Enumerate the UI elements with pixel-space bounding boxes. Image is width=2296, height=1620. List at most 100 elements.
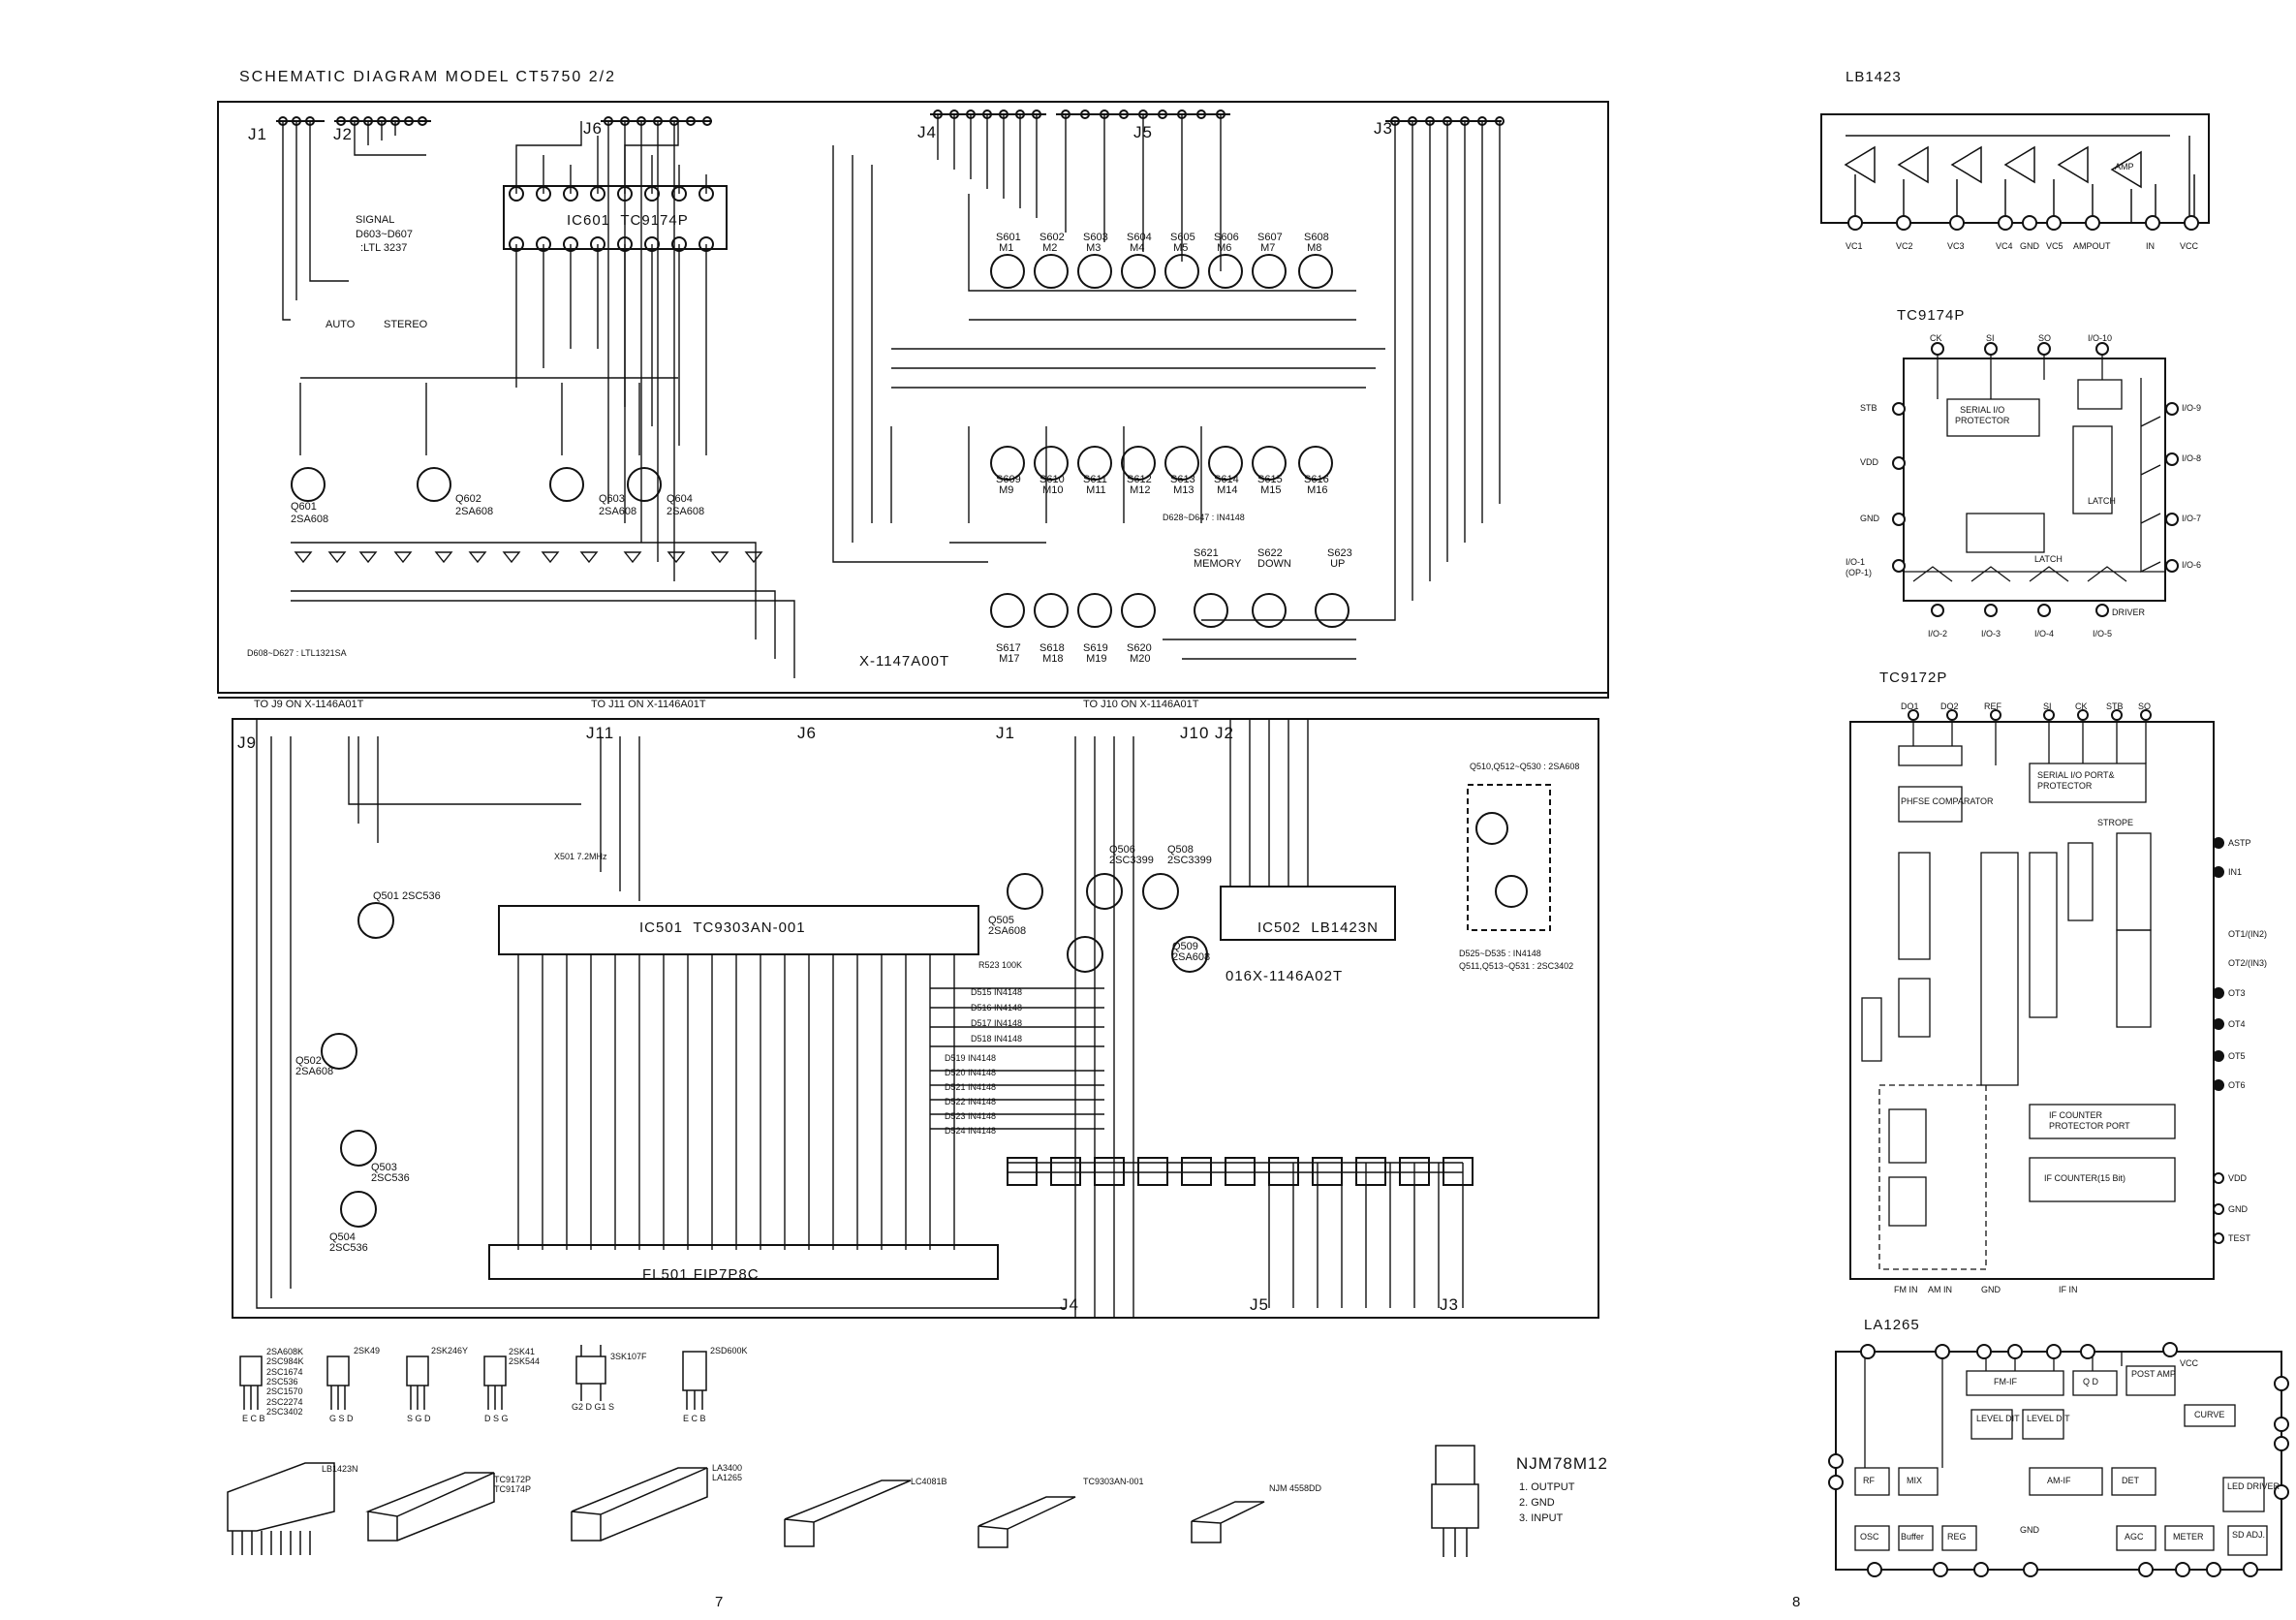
tc9172p-pin-astp: ASTP (2228, 838, 2251, 848)
la1265-vcc: VCC (2180, 1358, 2199, 1368)
ic501-label: IC501 TC9303AN-001 (639, 919, 806, 936)
jack-j1-upper: J1 (248, 125, 267, 143)
tc9172p-pin-ot4: OT4 (2228, 1019, 2246, 1029)
jack-j1-lower: J1 (996, 724, 1015, 742)
la1265-block-qd: Q D (2083, 1377, 2099, 1386)
regulator-pin-1: 1. OUTPUT (1519, 1481, 1575, 1493)
la1265-block-reg: REG (1947, 1532, 1967, 1542)
crystal-label: X501 7.2MHz (554, 852, 607, 861)
jack-j3-upper: J3 (1374, 119, 1393, 138)
driver-transistor-row (1007, 1157, 1474, 1186)
la1265-block-rf: RF (1863, 1476, 1875, 1485)
q603-part: 2SA608 (599, 506, 637, 517)
diode-list-2: D516 IN4148 (971, 1003, 1023, 1012)
tc9174p-pin-io5: I/O-5 (2093, 629, 2113, 639)
ic-pkg-lc4081b: LC4081B (911, 1477, 947, 1486)
tc9174p-block-serial: SERIAL I/O PROTECTOR (1955, 405, 2010, 425)
tc9172p-pin-in1: IN1 (2228, 867, 2243, 877)
q603-label: Q603 (599, 493, 625, 505)
pkg-pins-4: D S G (484, 1414, 509, 1423)
tc9172p-pin-ck: CK (2075, 701, 2088, 711)
lb1423-pin-in: IN (2146, 241, 2155, 251)
la1265-title: LA1265 (1864, 1317, 1920, 1333)
pkg-pins-6: E C B (683, 1414, 706, 1423)
led-note: D608~D627 : LTL1321SA (247, 648, 347, 658)
s613-label: S613 M13 (1170, 474, 1195, 496)
switch-row-3 (990, 593, 1350, 628)
s611-label: S611 M11 (1083, 474, 1107, 496)
tc9174p-pin-io1: I/O-1 (OP-1) (1846, 557, 1872, 577)
ic-pkg-lb1423n: LB1423N (322, 1464, 358, 1474)
s606-label: S606 M6 (1214, 232, 1239, 254)
pkg-pins-2: G S D (329, 1414, 354, 1423)
la1265-block-fmif: FM-IF (1994, 1377, 2017, 1386)
s604-label: S604 M4 (1127, 232, 1152, 254)
tc9172p-block-strope: STROPE (2097, 818, 2134, 827)
jack-j6-lower: J6 (797, 724, 817, 742)
ic-pkg-tc9172p: TC9172P TC9174P (494, 1475, 532, 1495)
signal-led-range: D603~D607 (356, 229, 414, 240)
q601-label: Q601 (291, 501, 317, 513)
tc9172p-pin-ifin: IF IN (2059, 1285, 2078, 1294)
r523-label: R523 100K (978, 960, 1023, 970)
tc9174p-pin-si: SI (1986, 333, 1995, 343)
tc9174p-pin-io3: I/O-3 (1981, 629, 2001, 639)
jack-j4-upper: J4 (917, 123, 937, 141)
tc9172p-pin-do2: DO2 (1940, 701, 1959, 711)
tc9172p-title: TC9172P (1879, 670, 1948, 686)
la1265-block-gnd: GND (2020, 1525, 2039, 1535)
s620-label: S620 M20 (1127, 642, 1152, 665)
tc9172p-block-ifcounter: IF COUNTER(15 Bit) (2044, 1173, 2126, 1183)
lb1423-pin-vc2: VC2 (1896, 241, 1913, 251)
tc9172p-pin-vdd: VDD (2228, 1173, 2248, 1183)
pkg-label-2: 2SK49 (354, 1346, 381, 1355)
la1265-block-leveldit2: LEVEL DIT (2027, 1414, 2070, 1423)
la1265-block-leddriver: LED DRIVER (2227, 1481, 2280, 1491)
la1265-block-meter: METER (2173, 1532, 2204, 1542)
tc9172p-pin-si: SI (2043, 701, 2052, 711)
tc9172p-pin-ot5: OT5 (2228, 1051, 2246, 1061)
tc9174p-block-latch2: LATCH (2034, 554, 2063, 564)
s602-label: S602 M2 (1039, 232, 1065, 254)
lb1423-pin-vc3: VC3 (1947, 241, 1965, 251)
tc9172p-pin-ref: REF (1984, 701, 2001, 711)
s607-label: S607 M7 (1257, 232, 1283, 254)
q511-note: Q511,Q513~Q531 : 2SC3402 (1459, 961, 1574, 971)
s623-label: S623 UP (1327, 547, 1352, 570)
tc9172p-body (1849, 721, 2215, 1280)
tc9172p-pin-fmin: FM IN (1894, 1285, 1918, 1294)
signal-led-type: :LTL 3237 (360, 242, 408, 254)
tc9172p-block-phfse: PHFSE COMPARATOR (1901, 796, 1994, 806)
regulator-pin-2: 2. GND (1519, 1497, 1555, 1509)
tc9174p-pin-vdd: VDD (1860, 457, 1879, 467)
s609-label: S609 M9 (996, 474, 1021, 496)
lb1423-pin-vc1: VC1 (1846, 241, 1863, 251)
tc9172p-pin-stb: STB (2106, 701, 2124, 711)
led-auto-label: AUTO (326, 319, 356, 330)
regulator-pin-3: 3. INPUT (1519, 1512, 1564, 1524)
page-number-8: 8 (1792, 1594, 1802, 1610)
s614-label: S614 M14 (1214, 474, 1239, 496)
jack-j2-upper: J2 (333, 125, 353, 143)
lb1423-body (1820, 113, 2210, 224)
fl501-label: FL501 FIP7P8C (642, 1266, 760, 1283)
to-j11-label: TO J11 ON X-1146A01T (591, 699, 706, 710)
la1265-block-osc: OSC (1860, 1532, 1879, 1542)
s615-label: S615 M15 (1257, 474, 1283, 496)
ic-pkg-la3400: LA3400 LA1265 (712, 1463, 743, 1483)
jack-j11: J11 (586, 724, 615, 742)
tc9172p-pin-gnd-bottom: GND (1981, 1285, 2001, 1294)
diode-list-1: D515 IN4148 (971, 987, 1023, 997)
jack-j4-lower: J4 (1060, 1295, 1079, 1314)
pkg-label-3: 2SK246Y (431, 1346, 469, 1355)
ic601-body (503, 185, 728, 250)
la1265-block-sdadj: SD ADJ. (2232, 1530, 2266, 1540)
jack-j5-lower: J5 (1250, 1295, 1269, 1314)
s603-label: S603 M3 (1083, 232, 1108, 254)
tc9172p-pin-test: TEST (2228, 1233, 2251, 1243)
